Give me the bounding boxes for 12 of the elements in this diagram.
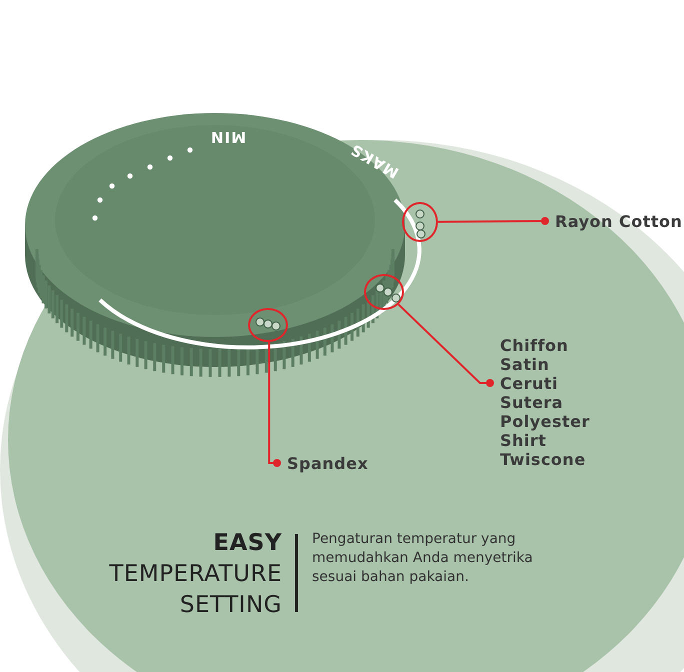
highlight-circle — [364, 274, 404, 310]
heading: EASY TEMPERATURE SETTING — [108, 529, 282, 620]
highlight-circle — [248, 308, 288, 342]
leader-line — [438, 217, 549, 225]
fabric-label: Chiffon Satin Ceruti Sutera Polyester Shirt Twiscone — [500, 336, 610, 469]
fabric-label: Spandex — [287, 454, 368, 473]
highlight-circle — [402, 202, 438, 242]
description-text: Pengaturan temperatur yang memudahkan Anda menyetrika sesuai bahan pakaian. — [312, 530, 534, 587]
leader-line — [268, 342, 281, 467]
leader-line — [398, 304, 494, 387]
fabric-label: Rayon Cotton — [555, 212, 682, 231]
dial-label: MIN — [210, 128, 246, 146]
